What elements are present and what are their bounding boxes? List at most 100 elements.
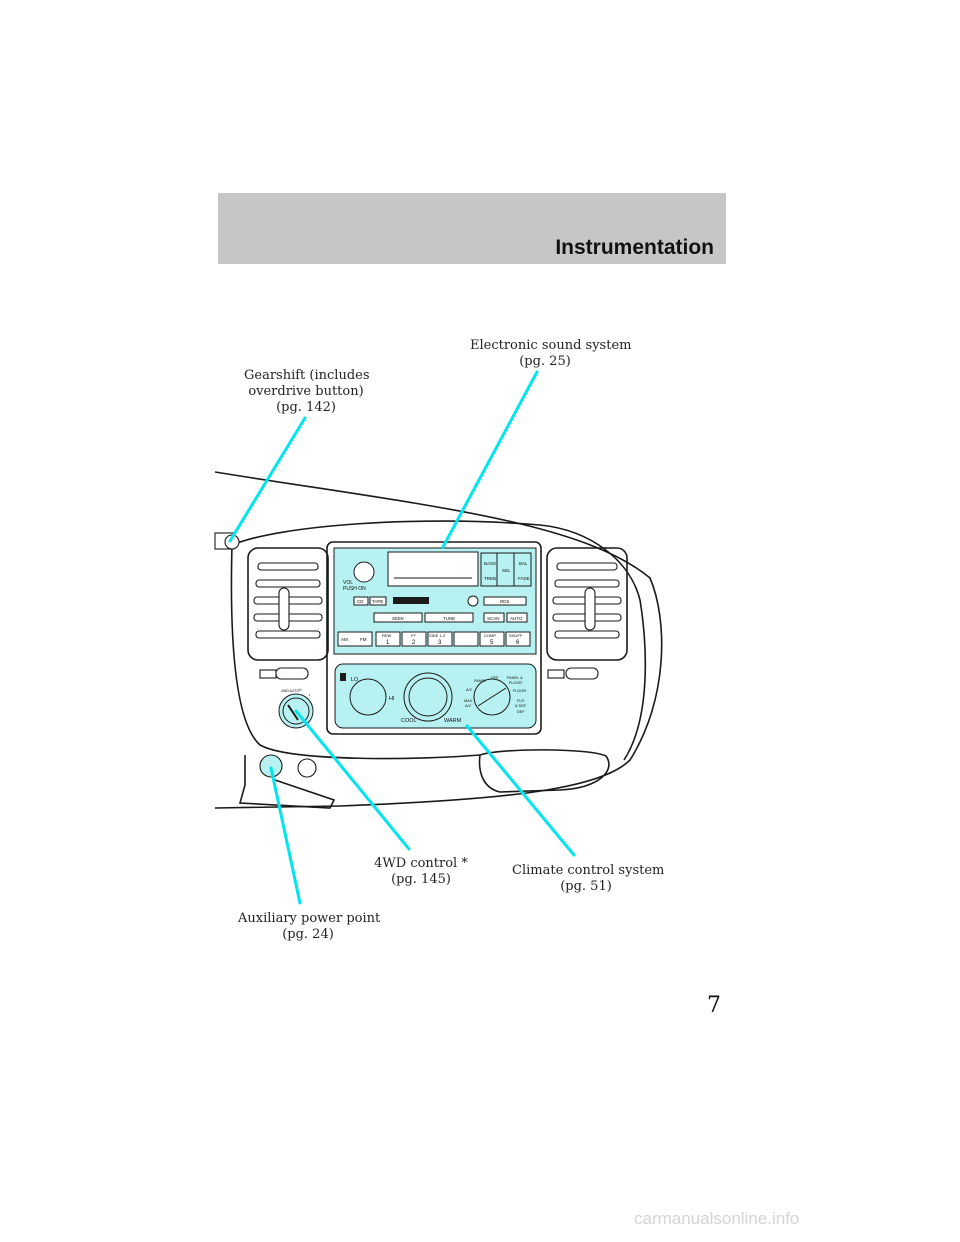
tape-label: TAPE <box>372 599 383 604</box>
sound-leader <box>441 370 539 549</box>
rds-button <box>483 596 527 606</box>
dash-lower-edge <box>230 544 481 760</box>
preset-5-button <box>479 631 505 647</box>
preset-1-button <box>375 631 401 647</box>
glovebox-edge <box>478 749 610 793</box>
ff-label: FF <box>411 633 416 638</box>
fourwd-auto-label: 4WD AUTO <box>281 689 299 693</box>
am-label: AM <box>341 637 348 642</box>
fade-label: FADE <box>518 576 530 581</box>
shuff-label: SHUFF <box>509 633 523 638</box>
hi-label: HI <box>389 696 395 702</box>
lo-label: LO <box>351 677 359 683</box>
fm-label: FM <box>360 637 367 642</box>
left-vent-slat <box>255 630 321 639</box>
bal-label: BAL <box>519 561 528 566</box>
page-number: 7 <box>707 993 721 1018</box>
flr-label: FLR <box>517 699 524 703</box>
preset-2-label: 2 <box>412 640 416 646</box>
temperature-knob <box>403 672 453 722</box>
right-vent-thumbwheel <box>584 587 596 631</box>
def-label-2: DEF <box>517 710 525 714</box>
ac-label: A/C <box>466 688 473 692</box>
tape-slot <box>387 551 479 587</box>
preset-1-label: 1 <box>386 640 390 646</box>
preset-3-label: 3 <box>438 640 442 646</box>
scan-label: SCAN <box>487 616 500 621</box>
cd-button <box>353 596 369 606</box>
left-vent-slat <box>257 562 319 571</box>
right-vent-frame <box>546 547 628 661</box>
dash-inner-edge <box>231 520 647 761</box>
fourwd-knob: 4WD AUTO H L <box>278 688 314 729</box>
rds-label: RDS <box>500 599 510 604</box>
seek-button <box>373 612 423 623</box>
climate-faceplate: LO HI COOL WARM PANEL OFF PANEL & FLOOR … <box>334 663 537 729</box>
vol-label: VOL <box>343 580 353 586</box>
left-vent-thumbwheel <box>278 587 290 631</box>
panel-floor-label: PANEL & <box>507 676 523 680</box>
comp-label: COMP <box>484 633 496 638</box>
bass-label: BASS <box>484 561 496 566</box>
am-fm-button <box>337 631 373 647</box>
preset-5-label: 5 <box>490 640 494 646</box>
left-vent-frame <box>247 547 329 661</box>
cd-label: CD <box>357 599 364 604</box>
treb-label: TREB <box>484 576 496 581</box>
console-edge <box>238 755 336 809</box>
rew-label: REW <box>382 633 392 638</box>
auto-label: AUTO <box>510 616 523 621</box>
side-label: SIDE 1-2 <box>429 633 446 638</box>
right-vent-slat <box>554 579 620 588</box>
preset-3-button <box>427 631 453 647</box>
radio-display <box>393 597 429 604</box>
push-on-label: PUSH ON <box>343 586 366 592</box>
fourwd-l-label: L <box>309 693 311 697</box>
climate-callout: Climate control system (pg. 51) <box>512 863 665 894</box>
left-vent-slat <box>255 579 321 588</box>
dolby-button <box>453 631 479 647</box>
clock-button <box>467 595 479 607</box>
climate-leader <box>465 724 576 857</box>
tone-controls <box>480 552 532 587</box>
floor-label: FLOOR <box>513 689 526 693</box>
panel-label: PANEL <box>474 679 486 683</box>
right-vent-slat <box>556 562 618 571</box>
right-vent-roller <box>565 667 599 680</box>
cool-label: COOL <box>401 718 417 724</box>
panel-floor-label-2: FLOOR <box>509 681 522 685</box>
max-label: MAX <box>464 699 473 703</box>
max-ac-label: A/C <box>465 704 472 708</box>
sel-label: SEL <box>502 568 511 573</box>
left-vent-roller <box>275 667 309 680</box>
radio-bezel <box>326 541 542 735</box>
gearshift-callout: Gearshift (includes overdrive button) (p… <box>244 368 370 415</box>
scan-button <box>483 612 505 623</box>
header-band: Instrumentation <box>218 193 726 264</box>
left-vent-switch <box>259 669 277 679</box>
off-label: OFF <box>491 676 499 680</box>
auto-button <box>506 612 528 623</box>
tune-button <box>424 612 474 623</box>
auxpower-leader <box>269 766 302 905</box>
aux-power-point <box>259 754 283 778</box>
volume-knob <box>353 561 375 583</box>
blower-knob <box>349 678 387 716</box>
tune-label: TUNE <box>443 616 455 621</box>
fourwd-h-label: H <box>299 688 302 692</box>
radio-faceplate: VOL PUSH ON BASS TREB SEL BAL FADE CD TA… <box>333 547 537 655</box>
preset-6-label: 6 <box>516 640 520 646</box>
seek-label: SEEK <box>392 616 404 621</box>
right-vent-slat <box>554 630 620 639</box>
preset-6-button <box>505 631 531 647</box>
footer-watermark[interactable]: carmanualsonline.info <box>634 1209 800 1228</box>
tape-button <box>369 596 387 606</box>
right-vent-switch <box>547 669 565 679</box>
fourwd-leader <box>294 709 411 851</box>
aux-power-point-cap <box>297 758 317 778</box>
def-label: & DEF <box>515 704 527 708</box>
fourwd-callout: 4WD control * (pg. 145) <box>374 856 468 887</box>
preset-2-button <box>401 631 427 647</box>
gearshift-leader <box>228 416 307 543</box>
page-title: Instrumentation <box>555 236 714 259</box>
